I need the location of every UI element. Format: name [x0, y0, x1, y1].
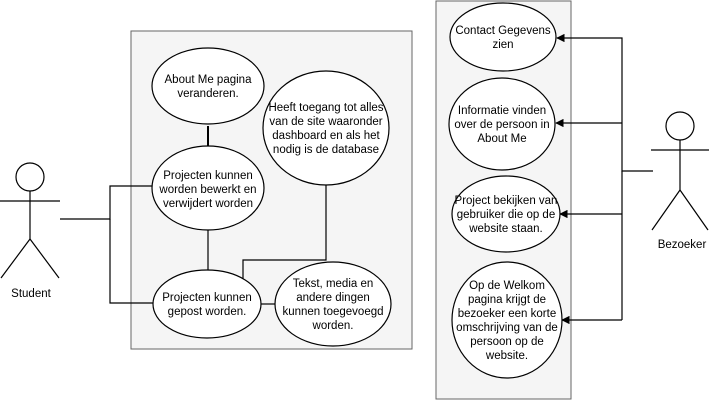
label-line: gepost worden. — [168, 306, 247, 318]
usecase-welkom: Op de Welkom pagina krijgt de bezoeker een… — [451, 261, 563, 379]
label-line: dashboard en als het — [272, 130, 380, 142]
bezoeker-actor — [651, 111, 709, 231]
usecase-project-label: Project bekijken van gebruiker die op de w… — [455, 195, 558, 235]
label-line: nodig is de database — [273, 144, 379, 156]
label-line: Tekst, media en — [293, 278, 374, 290]
label-line: Informatie vinden — [458, 105, 546, 117]
label-line: About Me — [477, 133, 526, 145]
label-line: Op de Welkom — [469, 280, 545, 292]
label-line: verwijdert worden — [163, 198, 253, 210]
usecase-gepost: Projecten kunnen gepost worden. — [152, 269, 262, 339]
visitor-link — [597, 37, 653, 172]
student-actor — [0, 162, 60, 279]
label-line: kunnen toegevoegd — [282, 306, 383, 318]
student-connectors — [60, 126, 327, 305]
usecase-bewerken-label: Projecten kunnen worden bewerkt en verwijd… — [158, 170, 256, 210]
label-line: veranderen. — [177, 88, 238, 100]
student-head — [15, 162, 45, 192]
usecase-contact: Contact Gegevens zien — [449, 2, 557, 72]
usecase-tekst-media: Tekst, media en andere dingen kunnen toege… — [274, 261, 392, 347]
usecase-about-me: About Me pagina veranderen. — [151, 47, 265, 125]
label-line: van de site waaronder — [269, 116, 382, 128]
label-line: worden bewerkt en — [158, 184, 256, 196]
label-line: persoon op de — [470, 336, 544, 348]
visitor-connectors — [555, 33, 653, 325]
label-line: worden. — [312, 320, 354, 332]
usecase-gepost-label: Projecten kunnen gepost worden. — [162, 292, 252, 318]
label-line: over de persoon in — [454, 119, 549, 131]
student-label: Student — [11, 288, 51, 300]
usecase-about-me-label: About Me pagina veranderen. — [165, 74, 253, 100]
label-line: website. — [485, 350, 528, 362]
usecase-tekst-media-label: Tekst, media en andere dingen kunnen toege… — [282, 278, 383, 332]
usecase-informatie-label: Informatie vinden over de persoon in About… — [454, 105, 549, 145]
gepost-toegang-link — [242, 185, 327, 280]
label-line: website staan. — [468, 223, 543, 235]
usecase-toegang-label: Heeft toegang tot alles van de site waaro… — [268, 102, 383, 156]
label-line: Project bekijken van — [455, 195, 558, 207]
label-line: omschrijving van de — [456, 322, 558, 334]
usecase-contact-label: Contact Gegevens zien — [455, 25, 551, 51]
usecase-project: Project bekijken van gebruiker die op de w… — [451, 175, 561, 253]
student-link — [60, 185, 153, 220]
usecase-bewerken: Projecten kunnen worden bewerkt en verwijd… — [151, 145, 265, 231]
usecase-informatie: Informatie vinden over de persoon in About… — [448, 77, 556, 171]
label-line: pagina krijgt de — [468, 294, 546, 306]
label-line: About Me pagina — [165, 74, 253, 86]
label-line: Projecten kunnen — [163, 170, 253, 182]
usecase-welkom-label: Op de Welkom pagina krijgt de bezoeker een… — [456, 280, 558, 362]
label-line: bezoeker een korte — [458, 308, 556, 320]
student-link-gepost — [109, 219, 153, 304]
usecase-toegang: Heeft toegang tot alles van de site waaro… — [262, 70, 390, 186]
label-line: andere dingen — [296, 292, 370, 304]
bezoeker-head — [665, 111, 695, 141]
bezoeker-label: Bezoeker — [658, 239, 707, 251]
label-line: zien — [492, 39, 513, 51]
label-line: Contact Gegevens — [455, 25, 551, 37]
label-line: gebruiker die op de — [457, 209, 555, 221]
label-line: Heeft toegang tot alles — [268, 102, 383, 114]
label-line: Projecten kunnen — [162, 292, 252, 304]
